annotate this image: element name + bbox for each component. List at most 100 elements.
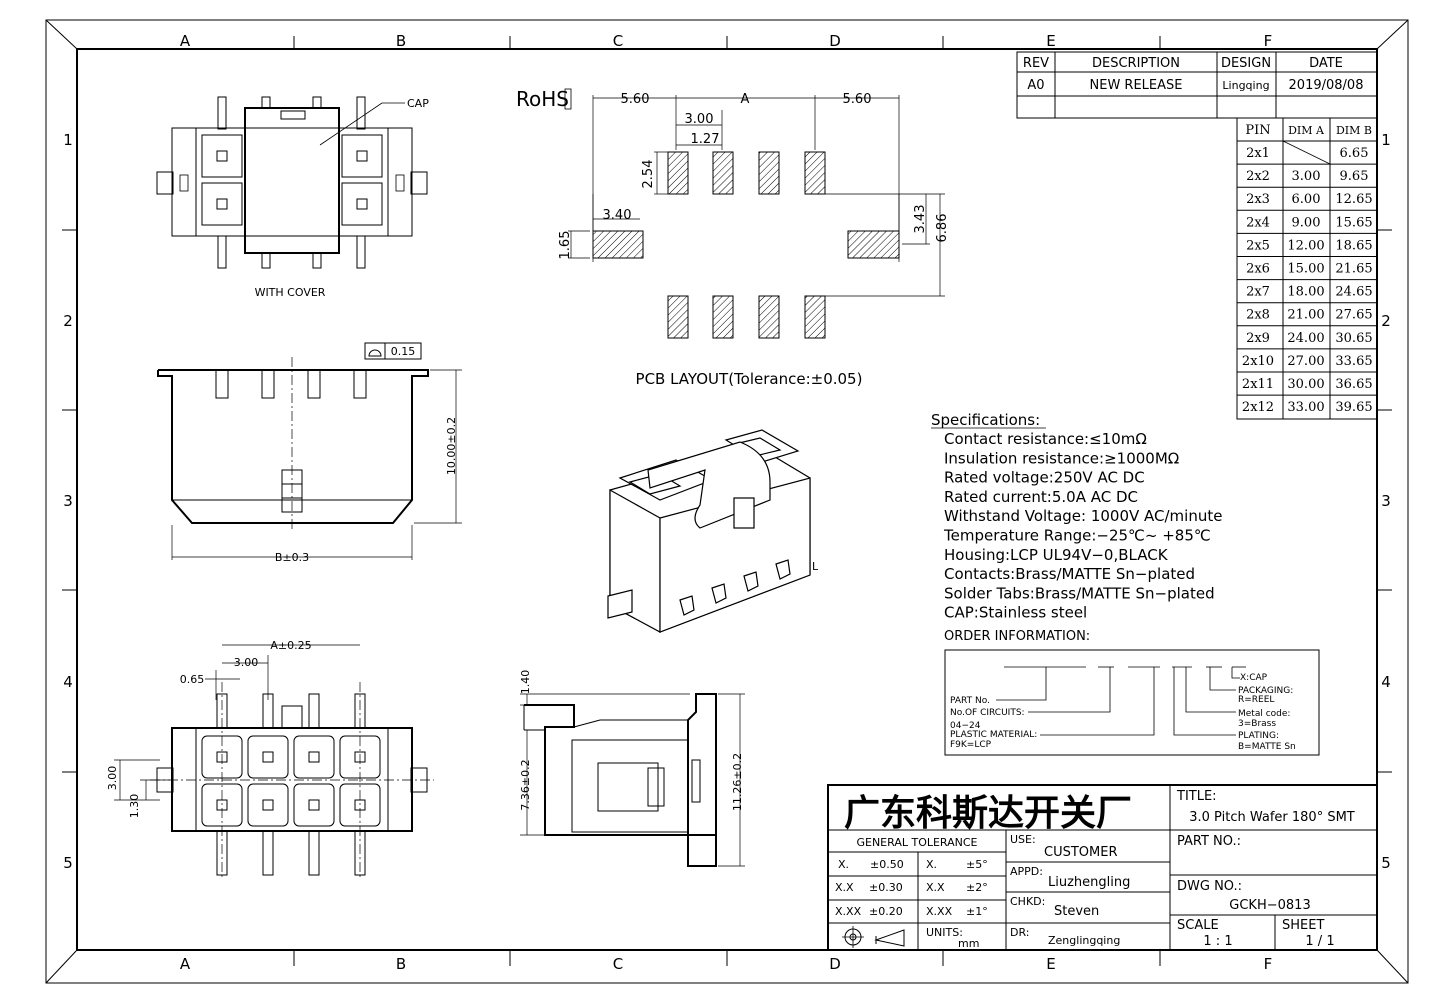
contact-cavity (247, 735, 289, 779)
pin-table-cell: 9.65 (1340, 169, 1369, 184)
pin-table-cell: 6.65 (1340, 146, 1369, 161)
pcb-left-offset: 5.60 (621, 92, 650, 107)
design-value: Lingqing (1222, 79, 1269, 92)
drawing-frame (45, 19, 1409, 984)
contact-pin (262, 830, 274, 876)
contact-square (262, 751, 274, 763)
pin-table-cell: 9.00 (1292, 215, 1321, 230)
bottom-view: A±0.25 3.00 0.65 3.00 1.30 (106, 639, 434, 880)
tol-left-value: ±0.30 (869, 881, 903, 894)
pcb-pad (667, 295, 689, 339)
order-metal-code: Metal code: (1238, 709, 1290, 719)
pcb-pad (667, 151, 689, 195)
tol-left-key: X.XX (835, 905, 862, 918)
pin-header: PIN (1245, 123, 1270, 138)
order-plating: PLATING: (1238, 731, 1279, 741)
order-circuits: No.OF CIRCUITS: (950, 708, 1025, 718)
scale-value: 1 : 1 (1203, 934, 1232, 949)
col-label: F (1264, 955, 1273, 973)
pin-table-cell: 3.00 (1292, 169, 1321, 184)
col-label: A (180, 955, 191, 973)
dwg-no-value: GCKH−0813 (1229, 898, 1310, 913)
pcb-tab-offset: 3.40 (603, 208, 632, 223)
side-view: 1.40 7.36±0.2 11.26±0.2 (519, 670, 745, 867)
order-part-no: PART No. (950, 696, 990, 706)
pcb-row-span: 6.86 (935, 214, 950, 243)
pcb-pad (758, 295, 780, 339)
spec-line: Rated current:5.0A AC DC (944, 488, 1138, 506)
column-letters-bottom: A B C D E F (180, 955, 1272, 973)
col-label: F (1264, 32, 1273, 50)
spec-line: Withstand Voltage: 1000V AC/minute (944, 507, 1222, 525)
pin-table-cell: 12.65 (1335, 192, 1372, 207)
spec-line: Insulation resistance:≥1000MΩ (944, 449, 1179, 467)
contact-pin (308, 693, 320, 729)
top-view: CAP WITH COVER (156, 96, 429, 299)
pcb-pad (758, 151, 780, 195)
chkd-label: CHKD: (1010, 895, 1045, 908)
spec-line: Temperature Range:−25℃~ +85℃ (943, 527, 1211, 545)
rev-header: REV (1023, 56, 1049, 71)
pitch-dim: 3.00 (234, 656, 259, 669)
col-label: E (1046, 32, 1055, 50)
flatness-value: 0.15 (391, 345, 416, 358)
appd-label: APPD: (1010, 865, 1043, 878)
title-value: 3.0 Pitch Wafer 180° SMT (1189, 810, 1355, 825)
pin-table-cell: 2x6 (1246, 262, 1270, 277)
sheet-label: SHEET (1282, 918, 1324, 933)
width-dim: B±0.3 (275, 551, 309, 564)
contact-square (308, 799, 320, 811)
row-label: 1 (1381, 131, 1391, 149)
dim-a-bottom: A±0.25 (270, 639, 311, 652)
order-packaging: PACKAGING: (1238, 686, 1293, 696)
pin-table-cell: 15.00 (1287, 262, 1324, 277)
pin-table-cell: 18.00 (1287, 285, 1324, 300)
tol-right-value: ±5° (966, 858, 988, 871)
spec-line: CAP:Stainless steel (944, 604, 1087, 622)
pin-table-cell: 6.00 (1292, 192, 1321, 207)
row-numbers-left: 1 2 3 4 5 (63, 131, 73, 872)
pcb-caption: PCB LAYOUT(Tolerance:±0.05) (636, 370, 863, 388)
isometric-view: L (607, 429, 819, 634)
pin-table-cell: 18.65 (1335, 238, 1372, 253)
tol-right-value: ±1° (966, 905, 988, 918)
projection-symbol (842, 926, 905, 948)
order-reel: R=REEL (1238, 695, 1274, 705)
general-tolerance: GENERAL TOLERANCE (856, 836, 977, 849)
cap-label: CAP (407, 97, 429, 110)
date-header: DATE (1309, 56, 1343, 71)
pin-table-cell: 2x9 (1246, 331, 1270, 346)
col-label: C (613, 955, 623, 973)
spec-line: Rated voltage:250V AC DC (944, 469, 1145, 487)
pcb-right-offset: 5.60 (843, 92, 872, 107)
row-label: 5 (1381, 854, 1391, 872)
use-label: USE: (1010, 833, 1036, 846)
order-circuits-range: 04−24 (950, 721, 981, 731)
pin-table-cell: 39.65 (1335, 400, 1372, 415)
pin-table-cell: 2x2 (1246, 169, 1270, 184)
design-header: DESIGN (1221, 56, 1271, 71)
tol-right-key: X. (926, 858, 937, 871)
contact-cavity (293, 735, 335, 779)
order-heading: ORDER INFORMATION: (944, 629, 1090, 644)
top-view-caption: WITH COVER (255, 286, 326, 299)
tol-right-key: X.X (926, 881, 945, 894)
tol-left-value: ±0.50 (870, 858, 904, 871)
contact-cavity (247, 783, 289, 827)
pin-table-cell: 2x5 (1246, 238, 1270, 253)
order-lcp: F9K=LCP (950, 740, 992, 750)
pcb-pad (712, 151, 734, 195)
tol-right-value: ±2° (966, 881, 988, 894)
part-no-label: PART NO.: (1177, 834, 1241, 849)
pcb-pad (804, 151, 826, 195)
row-label: 2 (63, 312, 73, 330)
tol-left-key: X.X (835, 881, 854, 894)
specifications: Specifications: Contact resistance:≤10mΩ… (931, 411, 1222, 622)
row-label: 4 (1381, 673, 1391, 691)
col-label: D (829, 955, 841, 973)
tol-right-key: X.XX (926, 905, 953, 918)
row-label: 5 (63, 854, 73, 872)
scale-label: SCALE (1177, 918, 1219, 933)
